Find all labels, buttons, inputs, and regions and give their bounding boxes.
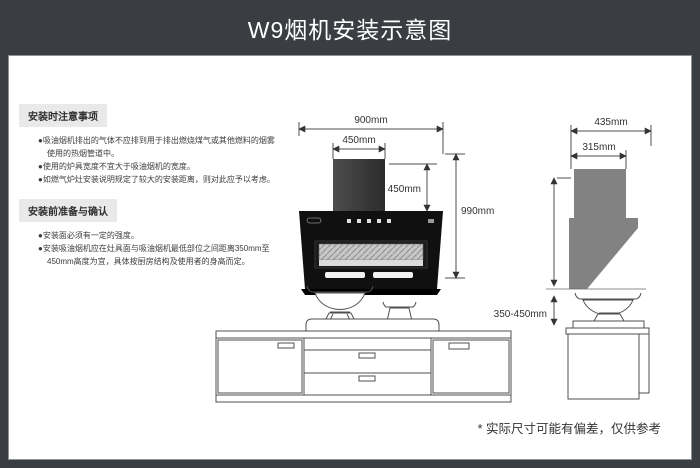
cabinet-side xyxy=(565,320,650,400)
dim-front-total-height xyxy=(445,153,465,279)
cabinet-back-panel-side xyxy=(638,330,650,394)
hood-indicator xyxy=(428,219,434,223)
cabinet-base-front xyxy=(215,394,512,403)
dim-label-900mm: 900mm xyxy=(354,115,387,126)
cautions-list: 吸油烟机排出的气体不应排到用于排出燃烧煤气或其他燃料的烟雾使用的热烟管道中。 使… xyxy=(19,134,275,186)
dim-label-990mm: 990mm xyxy=(461,206,494,217)
cabinet-drawer-stack xyxy=(303,337,432,396)
preparation-item: 安装面必须有一定的强度。 xyxy=(38,229,276,242)
content-panel: 安装时注意事项 吸油烟机排出的气体不应排到用于排出燃烧煤气或其他燃料的烟雾使用的… xyxy=(8,55,692,460)
page-title: W9烟机安装示意图 xyxy=(247,16,453,43)
hood-filter-front xyxy=(318,243,424,261)
countertop-side xyxy=(565,327,650,335)
side-view: 435mm 315mm 350-450mm xyxy=(494,117,652,400)
section-install-cautions: 安装时注意事项 吸油烟机排出的气体不应排到用于排出燃烧煤气或其他燃料的烟雾使用的… xyxy=(19,104,275,186)
drawer-handle-bottom xyxy=(358,375,376,382)
hood-handle-right xyxy=(373,272,413,278)
caution-item: 如燃气炉灶安装说明规定了较大的安装距离，则对此应予以考虑。 xyxy=(38,173,276,186)
cooktop-front xyxy=(305,318,440,332)
hood-chimney-front xyxy=(333,159,385,211)
title-bar: W9烟机安装示意图 xyxy=(0,0,700,55)
dim-side-chimney-depth xyxy=(570,150,627,169)
hood-body-side xyxy=(569,218,638,289)
section-heading-cautions: 安装时注意事项 xyxy=(19,104,107,127)
cabinet-left-door xyxy=(217,339,303,394)
countertop-front xyxy=(215,330,512,339)
cooktop-side xyxy=(572,320,645,329)
footnote: * 实际尺寸可能有偏差，仅供参考 xyxy=(477,422,661,436)
cabinet-front xyxy=(215,330,512,403)
burner-grate-front xyxy=(382,301,417,322)
installation-diagram: 900mm 450mm 450mm 990mm xyxy=(215,115,652,403)
preparation-item: 安装吸油烟机应在灶具面与吸油烟机最低部位之间距离350mm至450mm高度为宜，… xyxy=(38,242,276,268)
preparation-list: 安装面必须有一定的强度。 安装吸油烟机应在灶具面与吸油烟机最低部位之间距离350… xyxy=(19,229,271,268)
cabinet-body-side xyxy=(567,333,640,400)
section-heading-preparation: 安装前准备与确认 xyxy=(19,199,117,222)
dim-front-total-width xyxy=(298,122,444,154)
left-door-handle xyxy=(277,342,295,349)
dim-front-chimney-height xyxy=(389,163,437,212)
section-pre-install: 安装前准备与确认 安装面必须有一定的强度。 安装吸油烟机应在灶具面与吸油烟机最低… xyxy=(19,199,271,268)
wok-side xyxy=(574,292,642,322)
wok-front xyxy=(306,285,374,322)
right-door-handle xyxy=(448,342,470,350)
dim-front-chimney-width xyxy=(332,143,386,159)
dim-side-total-depth xyxy=(570,125,652,169)
dim-label-435mm: 435mm xyxy=(594,117,627,128)
dim-label-gap: 350-450mm xyxy=(494,309,547,320)
dim-label-450mm-height: 450mm xyxy=(388,184,421,195)
cabinet-right-door xyxy=(432,339,510,394)
hood-control-buttons-icon xyxy=(347,219,391,223)
drawer-handle-top xyxy=(358,352,376,359)
caution-item: 使用的炉具宽度不宜大于吸油烟机的宽度。 xyxy=(38,160,276,173)
hood-logo xyxy=(306,217,322,224)
front-view: 900mm 450mm 450mm 990mm xyxy=(215,115,512,403)
notes-panel: 安装时注意事项 吸油烟机排出的气体不应排到用于排出燃烧煤气或其他燃料的烟雾使用的… xyxy=(19,104,275,281)
hood-handle-left xyxy=(325,272,365,278)
dim-side-height xyxy=(550,177,571,287)
hood-chimney-side xyxy=(574,169,626,218)
dim-label-450mm-width: 450mm xyxy=(342,135,375,146)
hood-filter-bar-front xyxy=(319,260,423,266)
dim-label-315mm: 315mm xyxy=(582,142,615,153)
caution-item: 吸油烟机排出的气体不应排到用于排出燃烧煤气或其他燃料的烟雾使用的热烟管道中。 xyxy=(38,134,276,160)
